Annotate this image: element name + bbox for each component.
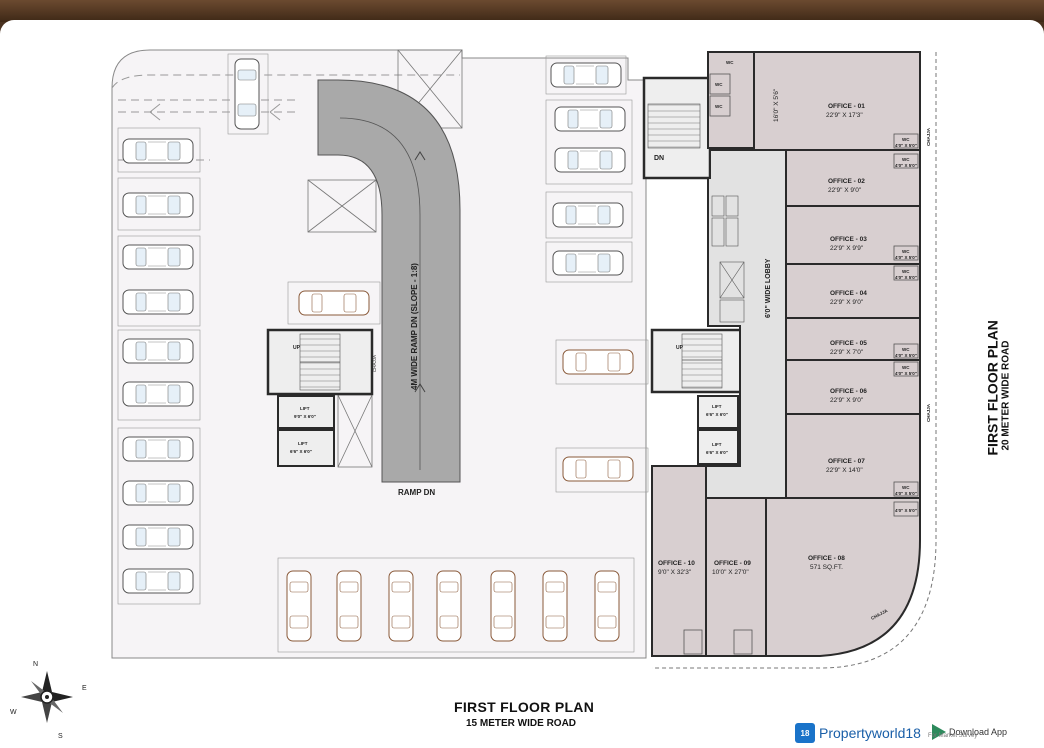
compass-s: S bbox=[58, 733, 63, 740]
footer-title: FIRST FLOOR PLAN bbox=[454, 699, 595, 715]
right-lift-a-dim: 6'6" X 6'0" bbox=[706, 412, 728, 417]
office-01-dim: 22'9" X 17'3" bbox=[826, 112, 863, 119]
top-stair-core bbox=[642, 76, 712, 180]
office-04-name: OFFICE - 04 bbox=[830, 290, 867, 297]
svg-text:WC: WC bbox=[902, 485, 910, 490]
office-02-name: OFFICE - 02 bbox=[828, 178, 865, 185]
wc-top-2: WC bbox=[715, 82, 723, 87]
right-lift-b-dim: 6'6" X 6'0" bbox=[706, 450, 728, 455]
parking-middle bbox=[287, 281, 649, 493]
office-09-name: OFFICE - 09 bbox=[714, 560, 751, 567]
office-03-name: OFFICE - 03 bbox=[830, 236, 867, 243]
right-up-label: UP bbox=[676, 345, 684, 351]
wc-block-top bbox=[707, 51, 755, 149]
right-core bbox=[650, 328, 748, 465]
left-lift-a-dim: 9'0" X 6'0" bbox=[294, 414, 316, 419]
left-up-label: UP bbox=[293, 345, 301, 351]
parking-right-column bbox=[545, 55, 633, 283]
office-01-dim-side: 16'0" X 5'6" bbox=[773, 88, 780, 122]
office-07-dim: 22'9" X 14'0" bbox=[826, 467, 863, 474]
svg-text:4'0" X 5'0": 4'0" X 5'0" bbox=[895, 163, 917, 168]
svg-text:WC: WC bbox=[902, 157, 910, 162]
footer-subtitle: 15 METER WIDE ROAD bbox=[466, 718, 577, 729]
right-lift-a-label: LIFT bbox=[712, 404, 722, 409]
office-05-name: OFFICE - 05 bbox=[830, 340, 867, 347]
play-store-icon bbox=[932, 724, 946, 740]
parking-left-column bbox=[117, 127, 201, 605]
dn-label: DN bbox=[654, 155, 664, 162]
compass-w: W bbox=[10, 709, 17, 716]
svg-text:4'0" X 5'0": 4'0" X 5'0" bbox=[895, 371, 917, 376]
parking-bottom-row bbox=[277, 557, 635, 653]
ramp-label: 4M WIDE RAMP DN (SLOPE - 1:8) bbox=[410, 263, 419, 390]
left-core bbox=[266, 328, 374, 467]
office-10-name: OFFICE - 10 bbox=[658, 560, 695, 567]
office-03-dim: 22'9" X 9'9" bbox=[830, 245, 864, 252]
side-title: FIRST FLOOR PLAN bbox=[984, 320, 1001, 456]
svg-text:WC: WC bbox=[902, 347, 910, 352]
office-09-dim: 10'0" X 27'0" bbox=[712, 569, 749, 576]
left-lift-a-label: LIFT bbox=[300, 406, 310, 411]
download-app-label: Download App bbox=[949, 727, 1008, 737]
left-lift-b-dim: 6'6" X 6'0" bbox=[290, 449, 312, 454]
brand-watermark[interactable]: 18 Propertyworld18 bbox=[795, 723, 921, 743]
office-05-dim: 22'9" X 7'0" bbox=[830, 349, 864, 356]
lobby-lifts bbox=[711, 195, 745, 323]
compass-n: N bbox=[33, 661, 38, 668]
right-lift-b-label: LIFT bbox=[712, 442, 722, 447]
brand-name: Propertyworld18 bbox=[819, 725, 921, 741]
svg-text:4'0" X 5'0": 4'0" X 5'0" bbox=[895, 255, 917, 260]
brand-logo-icon: 18 bbox=[795, 723, 815, 743]
office-06-dim: 22'9" X 9'0" bbox=[830, 397, 864, 404]
office-07-name: OFFICE - 07 bbox=[828, 458, 865, 465]
left-lift-b-label: LIFT bbox=[298, 441, 308, 446]
svg-text:4'0" X 5'0": 4'0" X 5'0" bbox=[895, 491, 917, 496]
office-08-dim: 571 SQ.FT. bbox=[810, 564, 843, 571]
wood-header-band bbox=[0, 0, 1044, 22]
side-title-block: FIRST FLOOR PLAN 20 METER WIDE ROAD bbox=[984, 320, 1012, 456]
svg-text:WC: WC bbox=[902, 249, 910, 254]
wc-top-3: WC bbox=[715, 104, 723, 109]
svg-text:WC: WC bbox=[902, 269, 910, 274]
office-block bbox=[651, 51, 921, 657]
parking-floor bbox=[111, 49, 647, 659]
chajja-right-1: CHAJJA bbox=[926, 127, 931, 146]
svg-text:4'0" X 5'0": 4'0" X 5'0" bbox=[895, 143, 917, 148]
ramp-dn-label: RAMP DN bbox=[398, 488, 435, 497]
svg-text:4'0" X 5'0": 4'0" X 5'0" bbox=[895, 353, 917, 358]
office-04-dim: 22'9" X 9'0" bbox=[830, 299, 864, 306]
lobby-label: 6'0" WIDE LOBBY bbox=[765, 258, 772, 318]
office-wc-labels: WC 4'0" X 5'0" WC 4'0" X 5'0" WC 4'0" X … bbox=[895, 137, 917, 513]
office-08-name: OFFICE - 08 bbox=[808, 555, 845, 562]
download-app-badge[interactable]: Download App For Market Survey bbox=[928, 724, 1008, 740]
download-app-sub: For Market Survey bbox=[928, 733, 978, 739]
office-01-name: OFFICE - 01 bbox=[828, 103, 865, 110]
left-chajja-label: CHAJJA bbox=[372, 355, 377, 372]
office-06-name: OFFICE - 06 bbox=[830, 388, 867, 395]
office-02-dim: 22'9" X 9'0" bbox=[828, 187, 862, 194]
ramp bbox=[317, 79, 461, 483]
svg-text:4'0" X 5'0": 4'0" X 5'0" bbox=[895, 508, 917, 513]
compass-rose bbox=[21, 671, 73, 723]
chajja-right-2: CHAJJA bbox=[926, 403, 931, 422]
car-top bbox=[234, 58, 260, 130]
site-boundary bbox=[652, 52, 937, 669]
wc-top-1: WC bbox=[726, 60, 734, 65]
svg-text:WC: WC bbox=[902, 137, 910, 142]
office-wc-boxes bbox=[683, 133, 919, 655]
side-subtitle: 20 METER WIDE ROAD bbox=[1000, 340, 1012, 451]
svg-text:WC: WC bbox=[902, 365, 910, 370]
compass-e: E bbox=[82, 685, 87, 692]
svg-text:4'0" X 5'0": 4'0" X 5'0" bbox=[895, 275, 917, 280]
office-10-dim: 9'0" X 32'3" bbox=[658, 569, 692, 576]
